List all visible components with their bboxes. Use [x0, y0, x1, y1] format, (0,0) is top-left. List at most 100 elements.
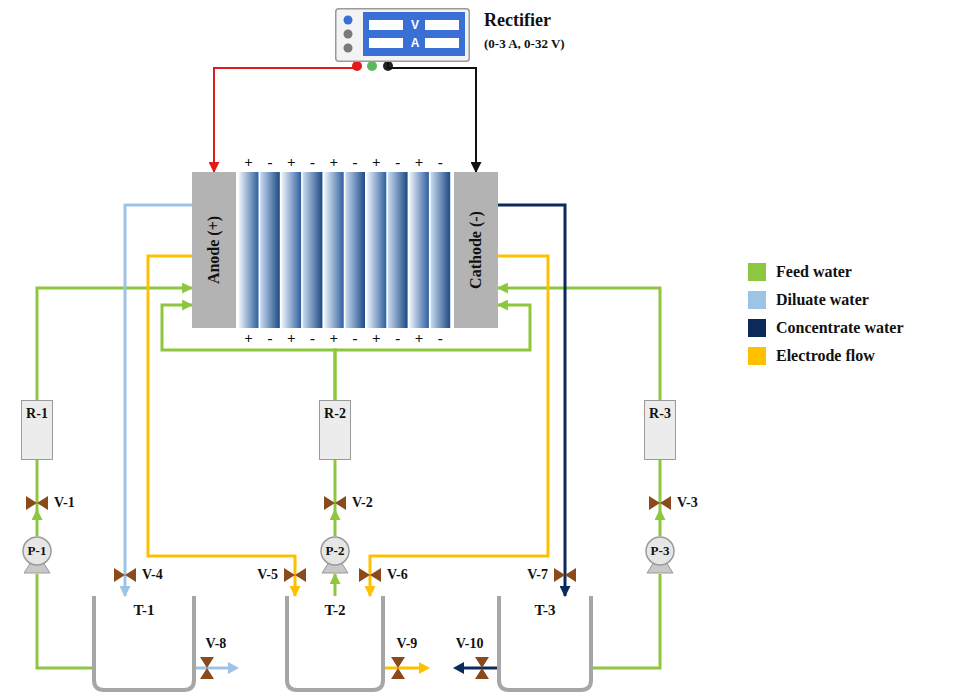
- display-readout: [369, 20, 403, 30]
- display-panel: [363, 12, 465, 56]
- valve-label: V-3: [677, 495, 698, 511]
- display-readout: [369, 38, 403, 48]
- valve-body: [475, 657, 489, 679]
- flow-pipe: [659, 460, 662, 496]
- membrane: [324, 172, 344, 328]
- polarity-sign: +: [372, 155, 381, 170]
- polarity-sign: +: [287, 155, 296, 170]
- valve-outline: [114, 568, 136, 582]
- flow-pipe: [498, 288, 660, 400]
- polarity-sign: +: [287, 331, 296, 346]
- display-unit: V: [411, 19, 419, 31]
- flow-pipe: [388, 62, 476, 172]
- legend-swatch: [748, 347, 766, 365]
- valve-symbol: V-6: [359, 568, 381, 582]
- control-knob: [344, 30, 353, 39]
- flow-pipe: [124, 582, 127, 596]
- elec-label: Cathode (-): [467, 211, 485, 289]
- valve-outline: [554, 568, 576, 582]
- flow-pipe: [334, 510, 337, 536]
- flow-pipe: [214, 62, 357, 172]
- polarity-sign: -: [310, 331, 315, 346]
- valve-outline: [359, 568, 381, 582]
- rbox-label: R-2: [324, 406, 346, 422]
- ground-terminal: [367, 61, 377, 71]
- valve-outline: [475, 657, 489, 679]
- valve-outline: [200, 657, 214, 679]
- polarity-sign: +: [330, 155, 339, 170]
- membrane: [260, 172, 280, 328]
- elec-label: Anode (+): [205, 216, 223, 284]
- membrane: [281, 172, 301, 328]
- membrane: [367, 172, 387, 328]
- polarity-sign: -: [310, 155, 315, 170]
- legend-swatch: [748, 319, 766, 337]
- flow-pipe: [489, 667, 497, 670]
- polarity-sign: +: [372, 331, 381, 346]
- membrane: [345, 172, 365, 328]
- membrane-stack: [239, 172, 450, 328]
- flow-pipe: [593, 574, 660, 668]
- flow-pipe: [36, 510, 39, 536]
- valve-outline: [391, 657, 405, 679]
- flow-pipe: [294, 582, 297, 596]
- valve-symbol: V-2: [324, 496, 346, 510]
- legend-text: Feed water: [776, 263, 852, 281]
- electrode-box: Anode (+): [192, 172, 236, 328]
- legend-row: Concentrate water: [748, 314, 904, 342]
- device-title: Rectifier: [484, 10, 551, 31]
- drain-pipe: [463, 667, 475, 670]
- polarity-sign: -: [438, 331, 443, 346]
- legend-text: Diluate water: [776, 291, 869, 309]
- drain-arrow: [453, 662, 464, 674]
- valve-outline: [324, 496, 346, 510]
- valve-symbol: V-9: [391, 657, 405, 679]
- legend-swatch: [748, 291, 766, 309]
- tank: T-1: [92, 596, 196, 692]
- valve-body: [200, 657, 214, 679]
- rotameter-box: R-1: [21, 400, 53, 460]
- valve-label: V-1: [54, 495, 75, 511]
- tank-label: T-2: [285, 602, 385, 619]
- legend-text: Electrode flow: [776, 347, 875, 365]
- legend-swatch: [748, 263, 766, 281]
- display-readout: [425, 20, 459, 30]
- rect-outline: [335, 8, 470, 62]
- polarity-sign: +: [415, 331, 424, 346]
- flow-pipe: [162, 305, 335, 400]
- valve-label: V-5: [257, 567, 278, 583]
- display-readout: [425, 38, 459, 48]
- rectifier-case: [336, 9, 470, 62]
- drain-pipe: [405, 667, 420, 670]
- valve-symbol: V-10: [475, 657, 489, 679]
- rectifier-box: Rectifier(0-3 A, 0-32 V): [335, 8, 470, 62]
- valve-symbol: V-3: [649, 496, 671, 510]
- flow-pipe: [564, 582, 567, 596]
- flow-pipe: [335, 305, 530, 400]
- rotameter-box: R-3: [644, 400, 676, 460]
- flow-pipe: [36, 460, 39, 496]
- rbox-label: R-1: [26, 406, 48, 422]
- membrane: [303, 172, 323, 328]
- valve-label: V-2: [352, 495, 373, 511]
- valve-body: [324, 496, 346, 510]
- valve-body: [649, 496, 671, 510]
- legend-text: Concentrate water: [776, 319, 904, 337]
- polarity-sign: -: [353, 155, 358, 170]
- pump-symbol: P-3: [644, 536, 676, 574]
- membrane: [409, 172, 429, 328]
- valve-symbol: V-4: [114, 568, 136, 582]
- flow-pipe: [385, 667, 391, 670]
- valve-outline: [26, 496, 48, 510]
- membrane: [431, 172, 451, 328]
- legend: Feed waterDiluate waterConcentrate water…: [748, 258, 904, 370]
- control-knob: [344, 44, 353, 53]
- flow-pipe: [334, 574, 337, 596]
- pump-symbol: P-1: [21, 536, 53, 574]
- valve-symbol: V-7: [554, 568, 576, 582]
- membrane: [388, 172, 408, 328]
- pump-symbol: P-2: [319, 536, 351, 574]
- polarity-sign: +: [415, 155, 424, 170]
- valve-symbol: V-5: [284, 568, 306, 582]
